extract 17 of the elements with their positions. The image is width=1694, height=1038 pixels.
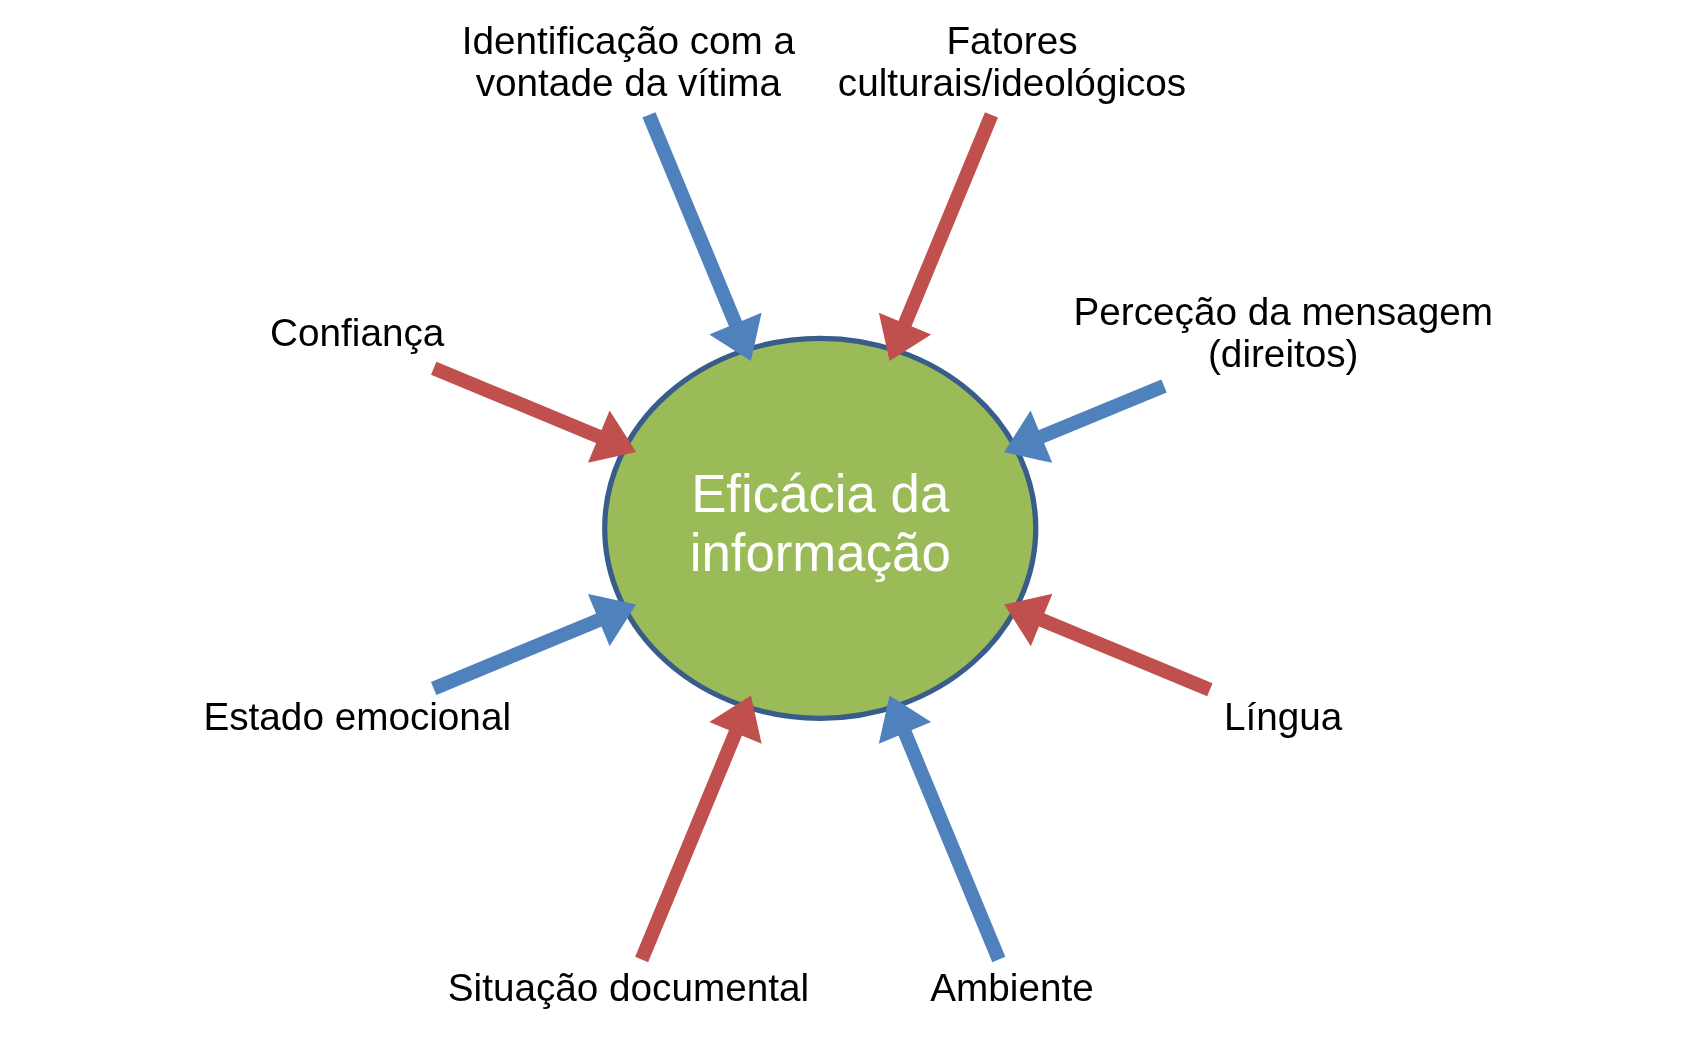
node-text: Perceção da mensagem (direitos) <box>1073 289 1493 375</box>
node-text: Fatores culturais/ideológicos <box>837 18 1186 104</box>
node-text: Identificação com a vontade da vítima <box>461 18 795 104</box>
arrow <box>1003 593 1213 696</box>
arrow <box>641 111 762 361</box>
arrow <box>1003 378 1167 463</box>
node-text: Língua <box>1223 694 1342 738</box>
arrow <box>878 695 1005 962</box>
arrow <box>634 695 762 962</box>
node-text: Confiança <box>269 310 444 354</box>
node-text: Estado emocional <box>202 694 511 738</box>
node-text: Ambiente <box>929 965 1094 1009</box>
arrow <box>430 593 636 695</box>
arrow <box>430 361 636 463</box>
node-ellipse: Eficácia da informação <box>601 335 1038 721</box>
node-text: Situação documental <box>447 965 809 1009</box>
arrow <box>878 111 998 361</box>
